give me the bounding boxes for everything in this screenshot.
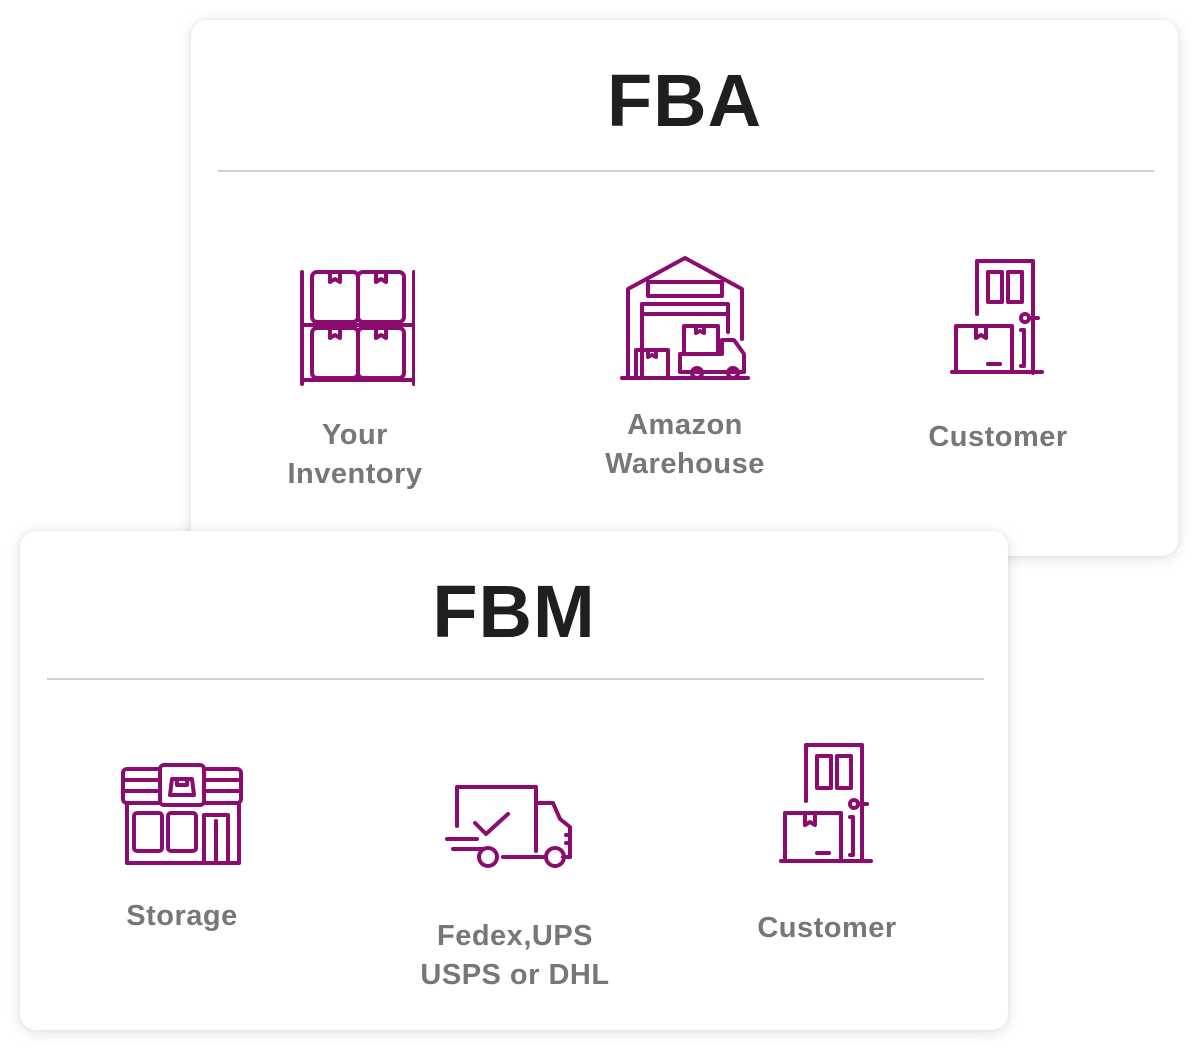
fbm-step-customer-label: Customer	[757, 912, 897, 944]
fba-step-warehouse-label: Amazon Warehouse	[605, 409, 765, 480]
fbm-divider	[47, 678, 984, 680]
shelf-boxes-icon	[300, 270, 415, 386]
fba-step-customer-label: Customer	[928, 421, 1068, 453]
fbm-step-storage: Storage	[52, 763, 312, 936]
fbm-card: FBM Storage	[20, 531, 1008, 1030]
warehouse-truck-icon	[620, 256, 750, 380]
fba-step-inventory: Your Inventory	[225, 268, 485, 494]
delivery-truck-check-icon	[445, 785, 572, 868]
door-package-icon	[950, 259, 1044, 375]
fbm-step-carrier: Fedex,UPS USPS or DHL	[385, 781, 645, 995]
fbm-title: FBM	[432, 570, 596, 653]
fba-step-customer: Customer	[868, 258, 1128, 457]
fba-title: FBA	[606, 59, 763, 142]
fba-step-inventory-label: Your Inventory	[287, 419, 423, 490]
door-package-icon	[779, 743, 873, 863]
fbm-step-storage-label: Storage	[126, 900, 238, 932]
fba-step-warehouse: Amazon Warehouse	[555, 254, 815, 484]
fbm-step-carrier-label: Fedex,UPS USPS or DHL	[420, 920, 610, 991]
storefront-icon	[121, 763, 243, 865]
fba-card: FBA Your Inventory	[191, 20, 1178, 556]
fba-divider	[218, 170, 1154, 172]
fbm-step-customer: Customer	[697, 741, 957, 948]
